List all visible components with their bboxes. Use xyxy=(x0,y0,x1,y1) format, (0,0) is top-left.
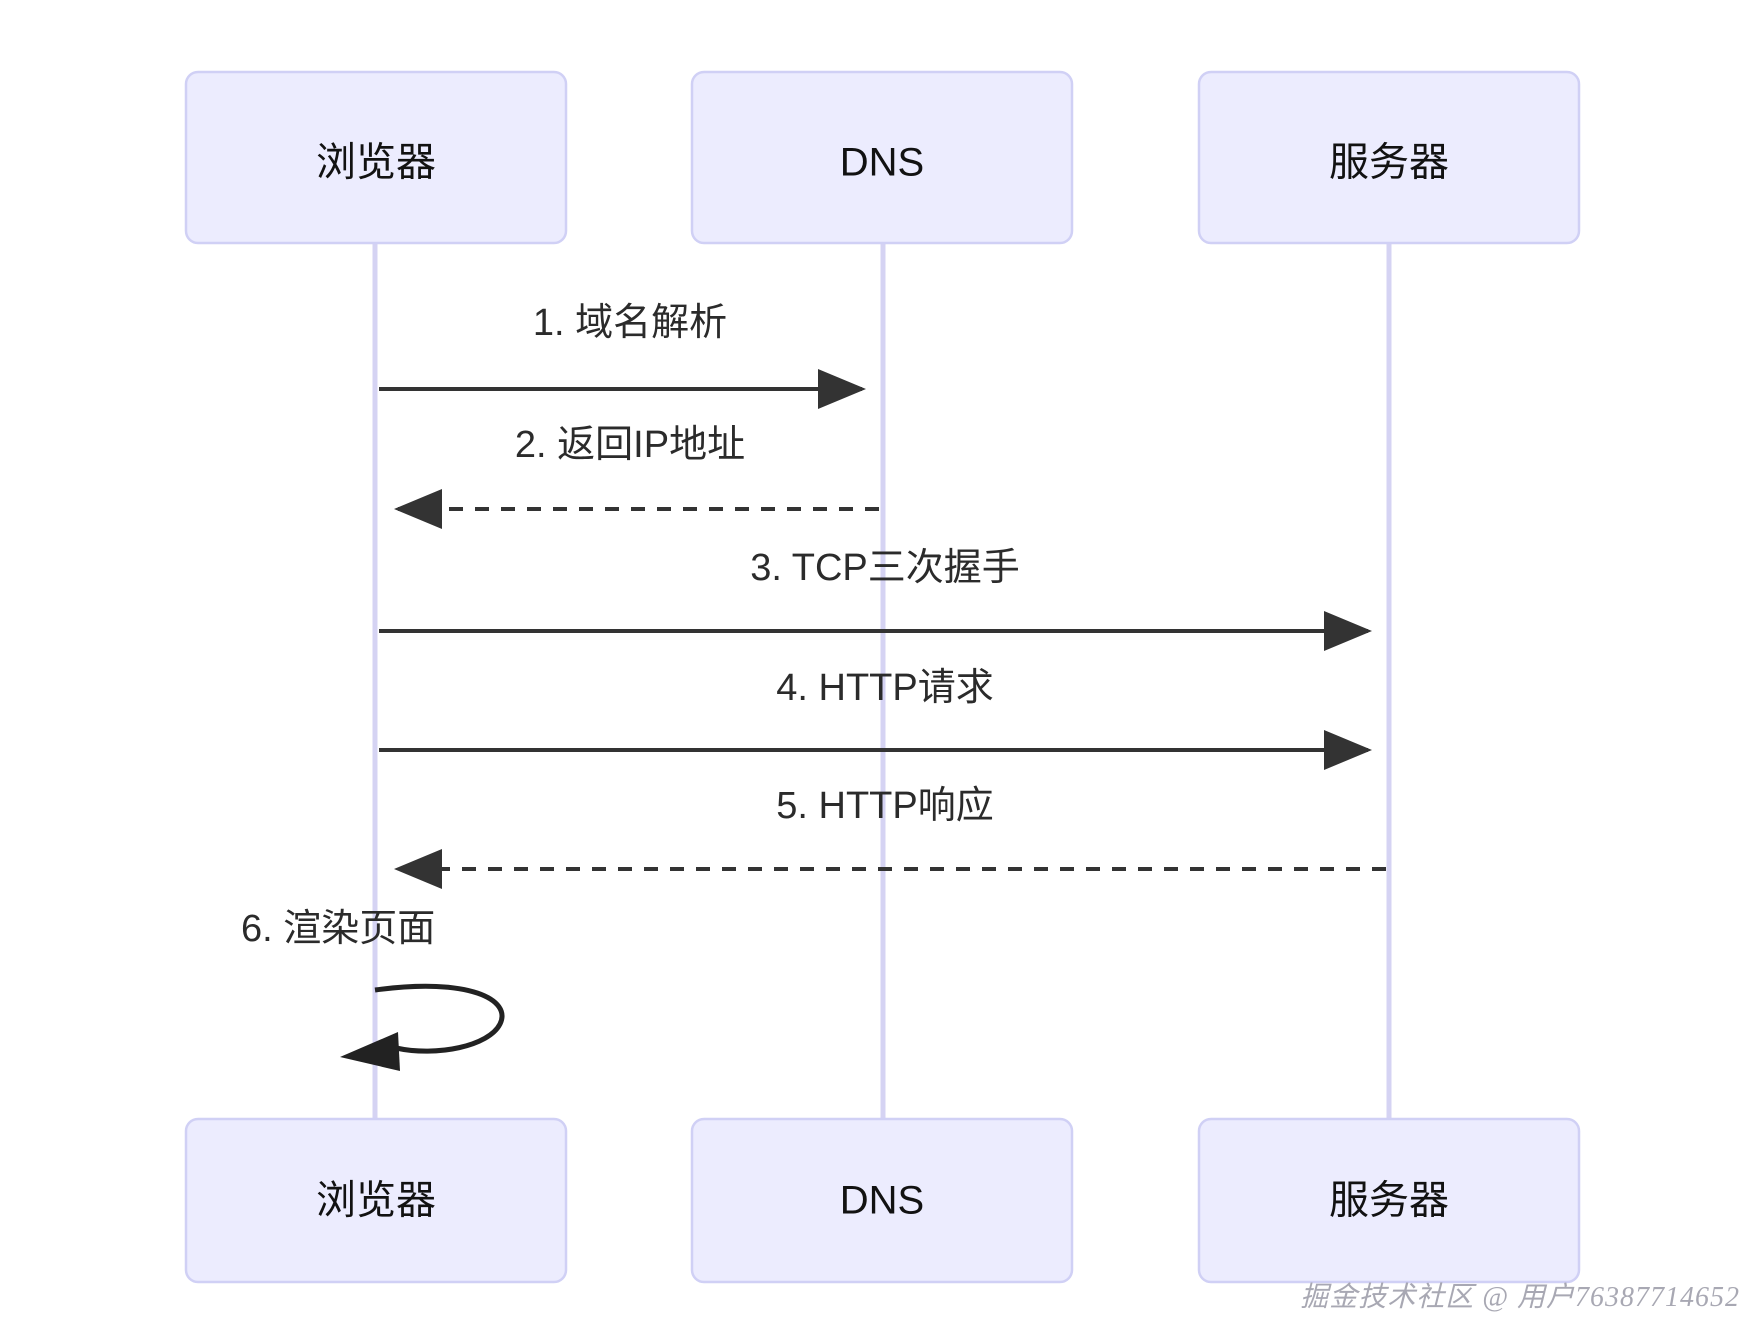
actor-footer-dns[interactable]: DNS xyxy=(690,1117,1074,1284)
message-label-3: 3. TCP三次握手 xyxy=(750,547,1020,589)
message-6: 6. 渲染页面 xyxy=(241,908,505,1071)
message-5: 5. HTTP响应 xyxy=(394,785,1386,889)
message-label-6: 6. 渲染页面 xyxy=(241,908,435,950)
message-selfloop-arrowhead-6 xyxy=(340,1032,400,1071)
actor-label-browser-top: 浏览器 xyxy=(316,141,436,185)
actor-box-browser-top[interactable] xyxy=(184,70,568,245)
actor-label-dns-top: DNS xyxy=(840,141,924,185)
actor-label-server-top: 服务器 xyxy=(1329,141,1449,185)
message-label-5: 5. HTTP响应 xyxy=(776,785,993,827)
actor-label-dns-bottom: DNS xyxy=(840,1179,924,1223)
actor-header-dns[interactable]: DNS xyxy=(690,70,1074,245)
actor-header-browser[interactable]: 浏览器 xyxy=(184,70,568,245)
message-label-1: 1. 域名解析 xyxy=(533,302,727,344)
actor-box-dns-bottom[interactable] xyxy=(690,1117,1074,1284)
message-1: 1. 域名解析 xyxy=(379,302,866,409)
actor-label-server-bottom: 服务器 xyxy=(1329,1179,1449,1223)
actor-box-server-top[interactable] xyxy=(1197,70,1581,245)
actor-box-server-bottom[interactable] xyxy=(1197,1117,1581,1284)
message-2: 2. 返回IP地址 xyxy=(394,424,879,529)
message-selfloop-6 xyxy=(374,983,505,1054)
message-4: 4. HTTP请求 xyxy=(379,667,1372,770)
actor-footer-server[interactable]: 服务器 xyxy=(1197,1117,1581,1284)
actor-footer-browser[interactable]: 浏览器 xyxy=(184,1117,568,1284)
message-3: 3. TCP三次握手 xyxy=(379,547,1372,651)
actor-box-browser-bottom[interactable] xyxy=(184,1117,568,1284)
message-label-4: 4. HTTP请求 xyxy=(776,667,993,709)
actor-label-browser-bottom: 浏览器 xyxy=(316,1179,436,1223)
message-label-2: 2. 返回IP地址 xyxy=(515,424,745,466)
lifelines xyxy=(372,243,1392,1119)
actor-header-server[interactable]: 服务器 xyxy=(1197,70,1581,245)
watermark-text: 掘金技术社区 @ 用户76387714652 xyxy=(1300,1282,1740,1313)
actor-box-dns-top[interactable] xyxy=(690,70,1074,245)
